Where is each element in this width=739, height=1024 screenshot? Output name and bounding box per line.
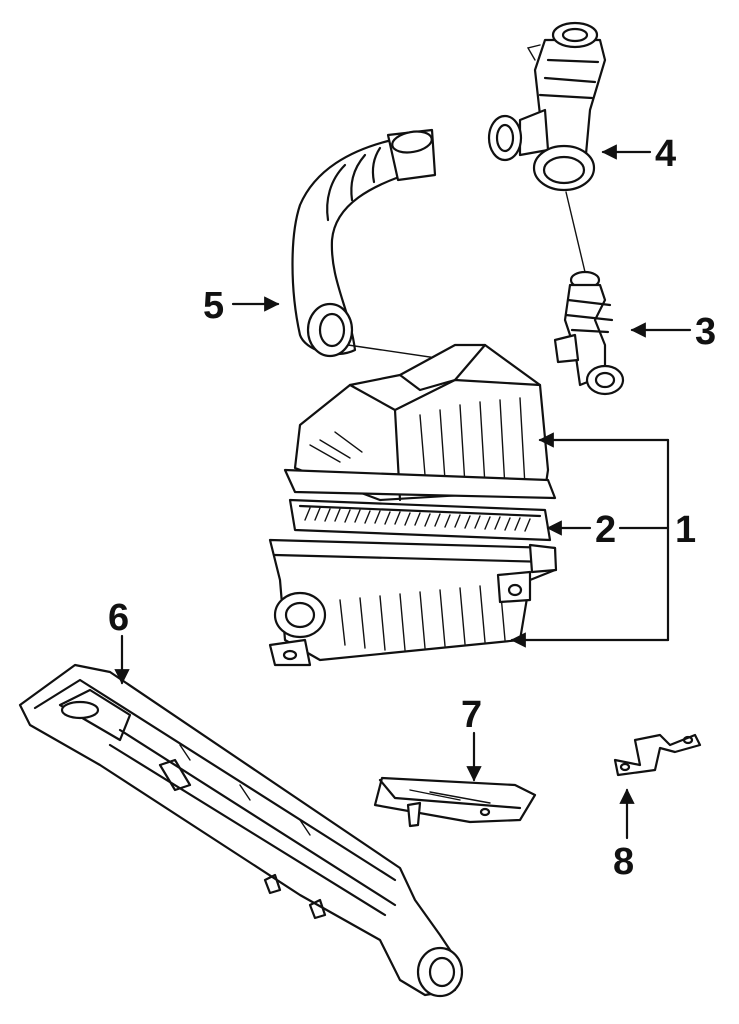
callout-4: 4 <box>655 133 676 175</box>
callout-6: 6 <box>108 597 129 639</box>
part-7-bracket <box>373 776 537 828</box>
part-8-clamp <box>613 733 702 777</box>
callout-labels: 4 3 5 2 1 6 7 8 <box>108 133 716 883</box>
part-4-air-tube <box>487 21 607 192</box>
part-6-intake-duct <box>18 663 464 998</box>
leader-arrows <box>114 144 692 840</box>
callout-3: 3 <box>695 311 716 353</box>
callout-7: 7 <box>461 694 482 736</box>
part-5-intake-hose <box>291 128 437 358</box>
callout-1: 1 <box>675 509 696 551</box>
part-3-valve <box>553 270 625 396</box>
part-1-housing-lower <box>268 538 558 667</box>
callout-5: 5 <box>203 285 224 327</box>
callout-2: 2 <box>595 509 616 551</box>
connection-line-4-3 <box>565 191 586 273</box>
part-2-filter-element <box>288 498 552 542</box>
callout-8: 8 <box>613 841 634 883</box>
part-1-housing-upper <box>283 343 557 502</box>
